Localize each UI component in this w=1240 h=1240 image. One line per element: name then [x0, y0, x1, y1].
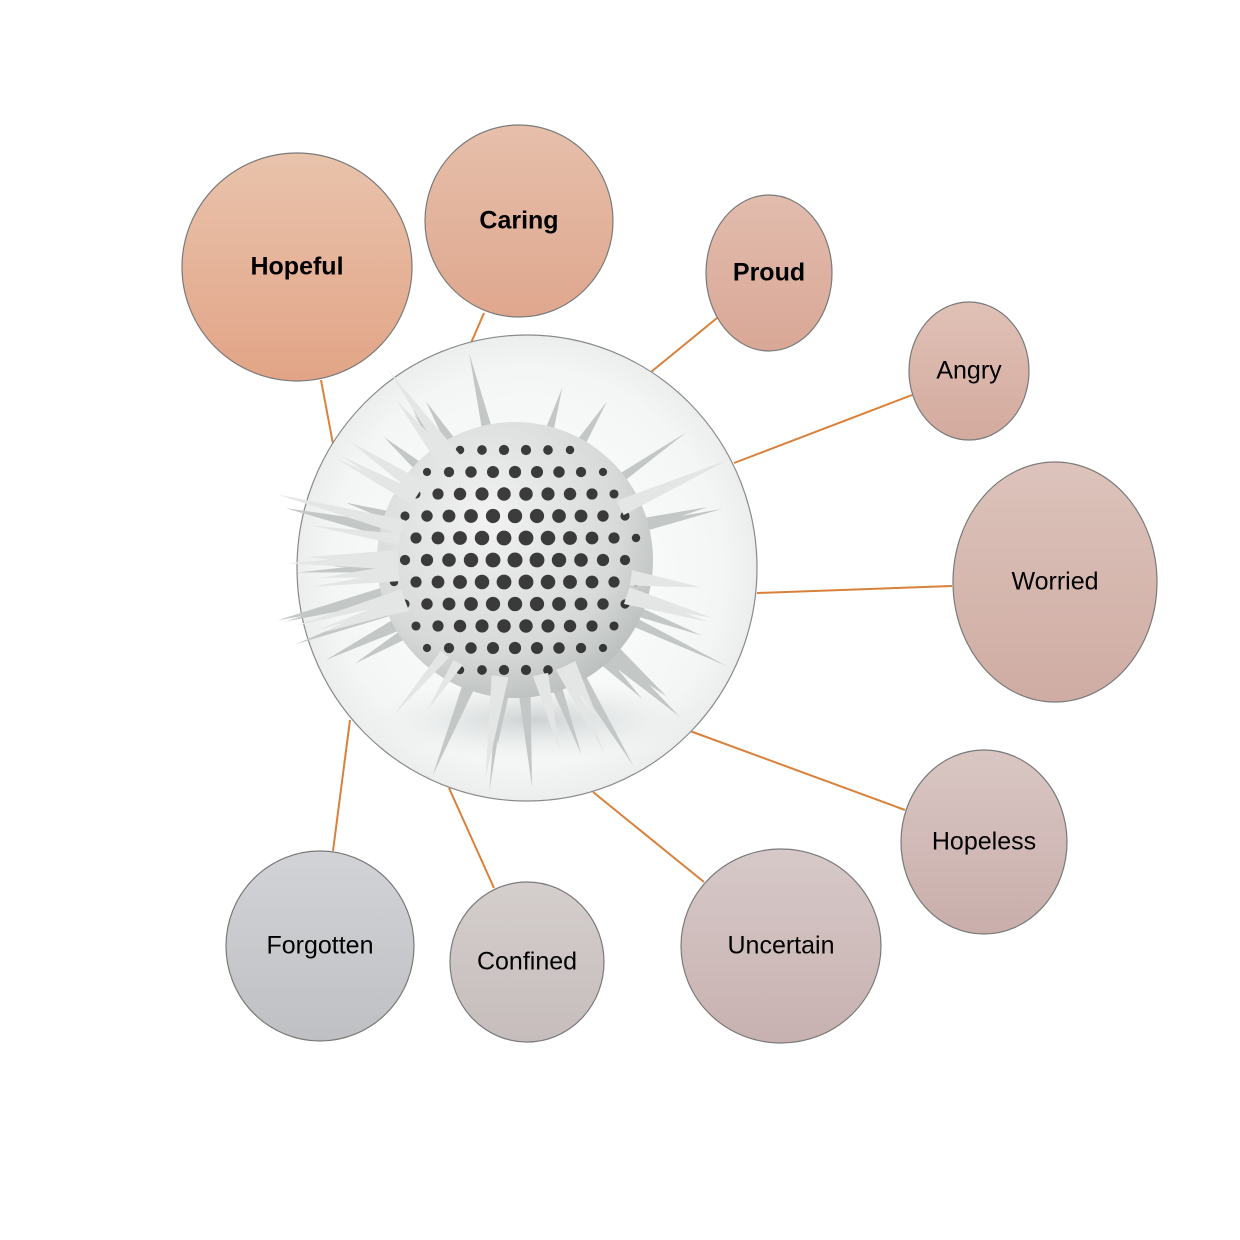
node-label: Confined [477, 948, 577, 976]
virus-icon [277, 352, 729, 792]
node-label: Angry [936, 357, 1002, 385]
node-label: Proud [733, 259, 805, 287]
node-angry: Angry [908, 301, 1030, 441]
node-caring: Caring [424, 124, 614, 318]
node-proud: Proud [705, 194, 833, 352]
node-uncertain: Uncertain [680, 848, 882, 1044]
connector-caring [470, 312, 485, 344]
node-label: Uncertain [728, 932, 835, 960]
node-forgotten: Forgotten [225, 850, 415, 1042]
node-bubble [225, 850, 415, 1042]
node-bubble [908, 301, 1030, 441]
node-worried: Worried [952, 461, 1158, 703]
node-bubble [952, 461, 1158, 703]
connector-forgotten [332, 719, 351, 852]
node-label: Worried [1011, 568, 1098, 596]
node-label: Hopeful [250, 253, 343, 281]
connector-uncertain [592, 791, 705, 883]
connector-confined [448, 787, 495, 889]
connector-hopeless [689, 730, 906, 811]
connector-proud [650, 317, 718, 373]
node-label: Hopeless [932, 828, 1036, 856]
node-bubble [181, 152, 413, 382]
node-label: Forgotten [266, 932, 373, 960]
node-bubble [705, 194, 833, 352]
connector-angry [733, 394, 913, 464]
node-hopeful: Hopeful [181, 152, 413, 382]
connector-lines [320, 312, 953, 889]
node-label: Caring [479, 207, 558, 235]
center-image [277, 334, 758, 802]
node-bubble [424, 124, 614, 318]
connector-hopeful [320, 379, 334, 445]
connector-worried [756, 585, 953, 594]
node-bubble [449, 881, 605, 1043]
node-bubble [680, 848, 882, 1044]
node-bubble [900, 749, 1068, 935]
node-hopeless: Hopeless [900, 749, 1068, 935]
node-confined: Confined [449, 881, 605, 1043]
